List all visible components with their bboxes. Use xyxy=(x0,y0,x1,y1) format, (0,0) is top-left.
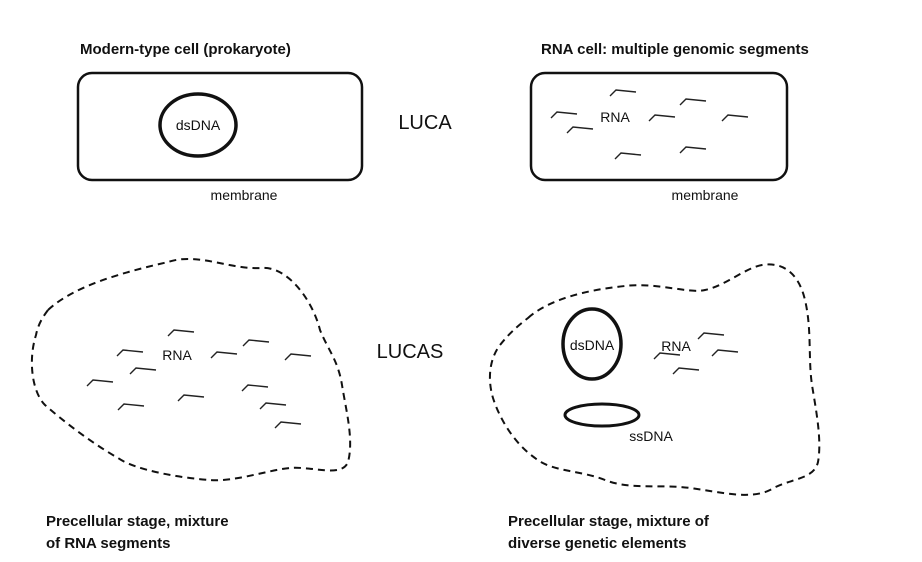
precellular-rna-boundary xyxy=(30,258,352,482)
rna-segment xyxy=(614,152,642,160)
rna-segment xyxy=(177,394,205,402)
modern-cell-panel: Modern-type cell (prokaryote) dsDNA memb… xyxy=(76,41,364,203)
lucas-label: LUCAS xyxy=(377,341,444,363)
rna-segment xyxy=(117,403,145,411)
precellular-rna-label: RNA xyxy=(162,347,192,363)
rna-cell-rna-label: RNA xyxy=(600,109,630,125)
rna-segment xyxy=(697,332,725,340)
rna-segment xyxy=(609,89,637,97)
rna-segment xyxy=(129,367,157,375)
precellular-rna-panel: RNA Precellular stage, mixture of RNA se… xyxy=(30,258,352,552)
rna-segment xyxy=(167,329,195,337)
rna-segment xyxy=(679,98,707,106)
rna-segment xyxy=(86,379,114,387)
precellular-rna-segments xyxy=(86,329,312,429)
rna-segment xyxy=(679,146,707,154)
rna-segment xyxy=(274,421,302,429)
precellular-diverse-caption-line2: diverse genetic elements xyxy=(508,535,686,552)
modern-cell-title: Modern-type cell (prokaryote) xyxy=(80,41,291,58)
rna-segment xyxy=(672,367,700,375)
modern-cell-membrane-label: membrane xyxy=(211,187,278,203)
rna-segment xyxy=(116,349,144,357)
precellular-diverse-panel: dsDNA RNA ssDNA Precellular stage, mixtu… xyxy=(488,263,821,552)
rna-segment xyxy=(648,114,676,122)
precellular-diverse-boundary xyxy=(488,263,821,496)
ssdna-ellipse xyxy=(563,402,641,428)
precellular-diverse-caption-line1: Precellular stage, mixture of xyxy=(508,513,710,530)
rna-cell-membrane xyxy=(529,71,789,182)
dsdna-circle xyxy=(561,307,623,381)
dsdna-circle xyxy=(158,92,238,158)
precellular-rna-caption-line2: of RNA segments xyxy=(46,535,170,552)
luca-label: LUCA xyxy=(398,112,452,134)
precellular-ssdna-label: ssDNA xyxy=(629,428,673,444)
rna-segment xyxy=(721,114,749,122)
precellular-diverse-rna-label: RNA xyxy=(661,338,691,354)
rna-segment xyxy=(242,339,270,347)
rna-segment xyxy=(566,126,594,134)
rna-segment xyxy=(550,111,578,119)
rna-segment xyxy=(711,349,739,357)
rna-cell-membrane-label: membrane xyxy=(672,187,739,203)
rna-segment xyxy=(241,384,269,392)
rna-segment xyxy=(259,402,287,410)
rna-segment xyxy=(210,351,238,359)
modern-cell-dsdna-label: dsDNA xyxy=(176,117,221,133)
modern-cell-membrane xyxy=(76,71,364,182)
rna-segment xyxy=(284,353,312,361)
precellular-dsdna-label: dsDNA xyxy=(570,337,615,353)
precellular-rna-caption-line1: Precellular stage, mixture xyxy=(46,513,229,530)
rna-cell-title: RNA cell: multiple genomic segments xyxy=(541,41,809,58)
rna-cell-segments xyxy=(550,89,749,160)
rna-cell-panel: RNA cell: multiple genomic segments RNA … xyxy=(529,41,809,203)
